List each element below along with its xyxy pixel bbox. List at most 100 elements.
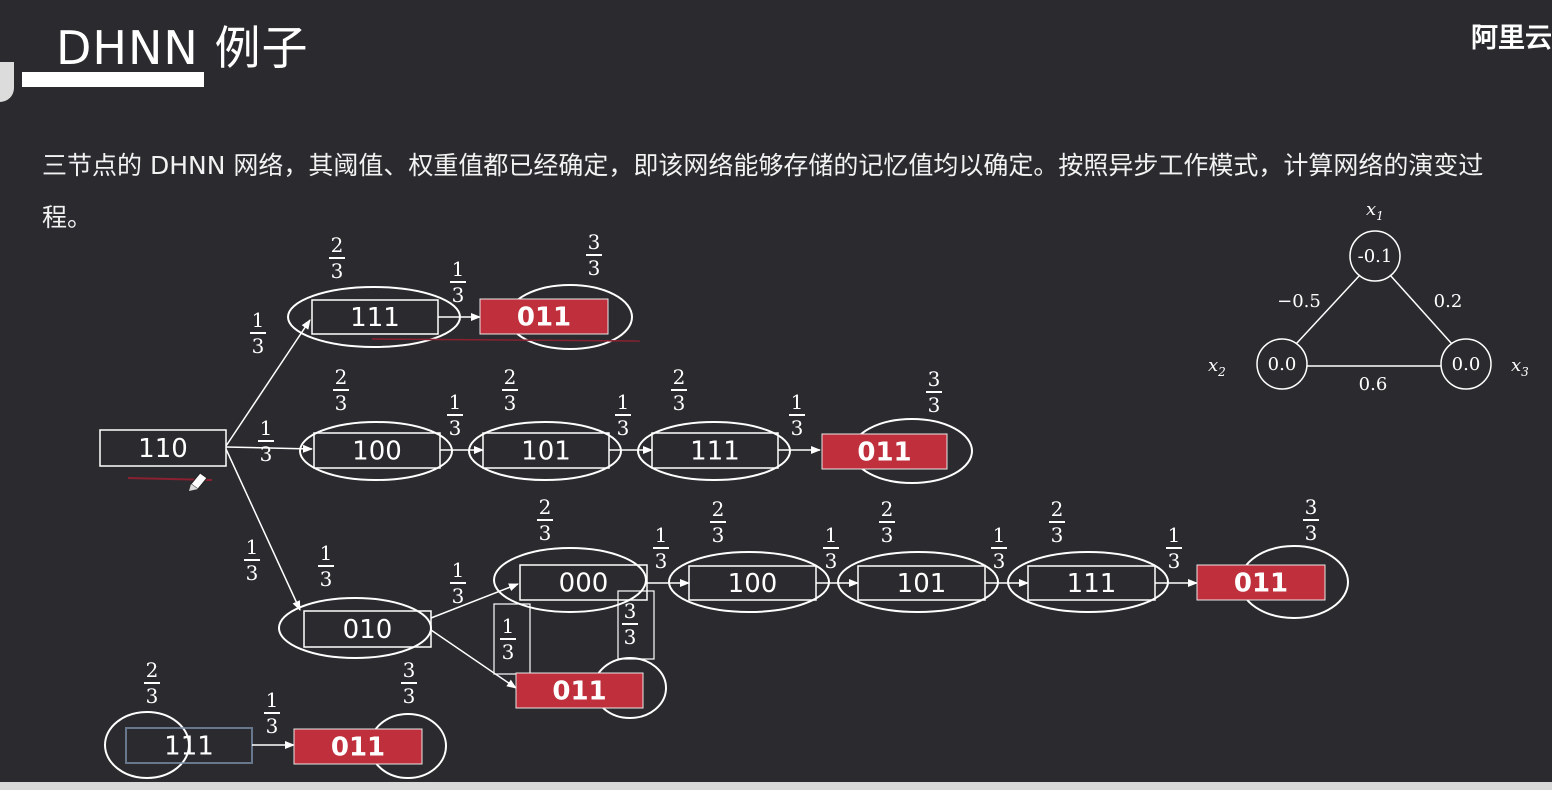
fraction-label: 13 xyxy=(264,688,280,738)
fraction-denominator: 3 xyxy=(712,523,725,547)
state-box: 100 xyxy=(313,432,441,469)
fraction-label: 23 xyxy=(329,233,345,283)
fraction-label: 33 xyxy=(586,230,602,280)
stable-state-box: 011 xyxy=(479,298,609,335)
corner-tab xyxy=(0,62,14,102)
fraction-numerator: 1 xyxy=(246,535,259,559)
state-label: 011 xyxy=(1234,569,1288,599)
stable-state-box: 011 xyxy=(821,433,948,470)
fraction-label: 23 xyxy=(333,365,349,415)
pencil-tip xyxy=(189,484,198,491)
fraction-label: 13 xyxy=(244,535,260,585)
fraction-label: 33 xyxy=(401,658,417,708)
fraction-denominator: 3 xyxy=(504,391,517,415)
fraction-label: 13 xyxy=(1166,523,1182,573)
fraction-denominator: 3 xyxy=(266,714,279,738)
node-x2: 0.0 xyxy=(1256,338,1308,390)
fraction-numerator: 1 xyxy=(825,523,838,547)
state-box: 111 xyxy=(311,299,439,335)
fraction-numerator: 2 xyxy=(335,365,348,389)
node-circle xyxy=(1256,338,1308,390)
fraction-denominator: 3 xyxy=(617,416,630,440)
self-loop-arc xyxy=(299,421,453,481)
state-label: 101 xyxy=(521,437,571,467)
fraction-denominator: 3 xyxy=(539,521,552,545)
fraction-label: 13 xyxy=(823,523,839,573)
pencil-cursor-icon xyxy=(189,472,208,491)
bottom-strip xyxy=(0,782,1552,790)
fraction-numerator: 1 xyxy=(449,390,462,414)
fraction-denominator: 3 xyxy=(673,391,686,415)
title-underline xyxy=(22,72,204,87)
stable-state-rect xyxy=(1196,564,1326,601)
state-box: 010 xyxy=(303,610,432,648)
fraction-label: 23 xyxy=(671,365,687,415)
fraction-label: 33 xyxy=(622,599,638,649)
start-state-box: 110 xyxy=(99,429,227,467)
stable-state-box: 011 xyxy=(515,672,644,709)
state-label: 111 xyxy=(164,732,214,762)
state-label: 011 xyxy=(517,303,571,333)
fraction-numerator: 1 xyxy=(655,523,668,547)
self-loop-arc xyxy=(104,711,190,779)
transition-arrow xyxy=(225,444,313,453)
fraction-label: 13 xyxy=(250,308,266,358)
self-loop-arc xyxy=(493,547,647,613)
fraction-numerator: 3 xyxy=(624,599,637,623)
node-label-x1: x1 xyxy=(1366,199,1384,223)
fraction-denominator: 3 xyxy=(335,391,348,415)
fraction-denominator: 3 xyxy=(881,523,894,547)
transition-arrow xyxy=(430,629,517,689)
stable-state-rect xyxy=(479,298,609,335)
fraction-denominator: 3 xyxy=(1051,523,1064,547)
fraction-numerator: 3 xyxy=(928,367,941,391)
fraction-box xyxy=(493,603,531,675)
fraction-label: 13 xyxy=(615,390,631,440)
fraction-numerator: 1 xyxy=(320,541,333,565)
fraction-denominator: 3 xyxy=(1168,549,1181,573)
fraction-label: 23 xyxy=(537,495,553,545)
fraction-label: 13 xyxy=(450,558,466,608)
fraction-numerator: 1 xyxy=(791,390,804,414)
state-label: 101 xyxy=(897,569,947,599)
fraction-denominator: 3 xyxy=(993,549,1006,573)
node-x1: -0.1 xyxy=(1349,230,1401,282)
fraction-numerator: 2 xyxy=(1051,497,1064,521)
fraction-numerator: 2 xyxy=(712,497,725,521)
fraction-denominator: 3 xyxy=(146,684,159,708)
node-x3: 0.0 xyxy=(1440,338,1492,390)
self-loop-arc xyxy=(1007,551,1169,613)
weight-w13: 0.2 xyxy=(1434,291,1463,312)
state-rect xyxy=(303,610,432,648)
fraction-denominator: 3 xyxy=(825,549,838,573)
fraction-denominator: 3 xyxy=(928,393,941,417)
fraction-numerator: 1 xyxy=(266,688,279,712)
brand-logo-text: 阿里云 xyxy=(1471,23,1552,54)
transition-arrow xyxy=(225,448,301,611)
fraction-numerator: 2 xyxy=(673,365,686,389)
fraction-numerator: 3 xyxy=(1305,495,1318,519)
fraction-label: 13 xyxy=(653,523,669,573)
state-box: 100 xyxy=(688,565,817,601)
transition-arrow xyxy=(225,319,311,447)
fraction-numerator: 1 xyxy=(452,558,465,582)
fraction-denominator: 3 xyxy=(320,567,333,591)
node-threshold: 0.0 xyxy=(1268,354,1297,375)
weight-w23: 0.6 xyxy=(1359,374,1388,395)
state-label: 100 xyxy=(728,569,778,599)
stable-state-box: 011 xyxy=(293,728,423,765)
fraction-label: 23 xyxy=(879,497,895,547)
fraction-numerator: 2 xyxy=(331,233,344,257)
stable-state-box: 011 xyxy=(1196,564,1326,601)
state-label: 111 xyxy=(690,437,740,467)
fraction-label: 13 xyxy=(447,390,463,440)
fraction-denominator: 3 xyxy=(331,259,344,283)
self-loop-arc xyxy=(837,551,999,613)
fraction-label: 23 xyxy=(144,658,160,708)
fraction-denominator: 3 xyxy=(452,584,465,608)
state-label: 011 xyxy=(552,677,606,707)
fraction-denominator: 3 xyxy=(252,334,265,358)
fraction-label: 13 xyxy=(450,257,466,307)
